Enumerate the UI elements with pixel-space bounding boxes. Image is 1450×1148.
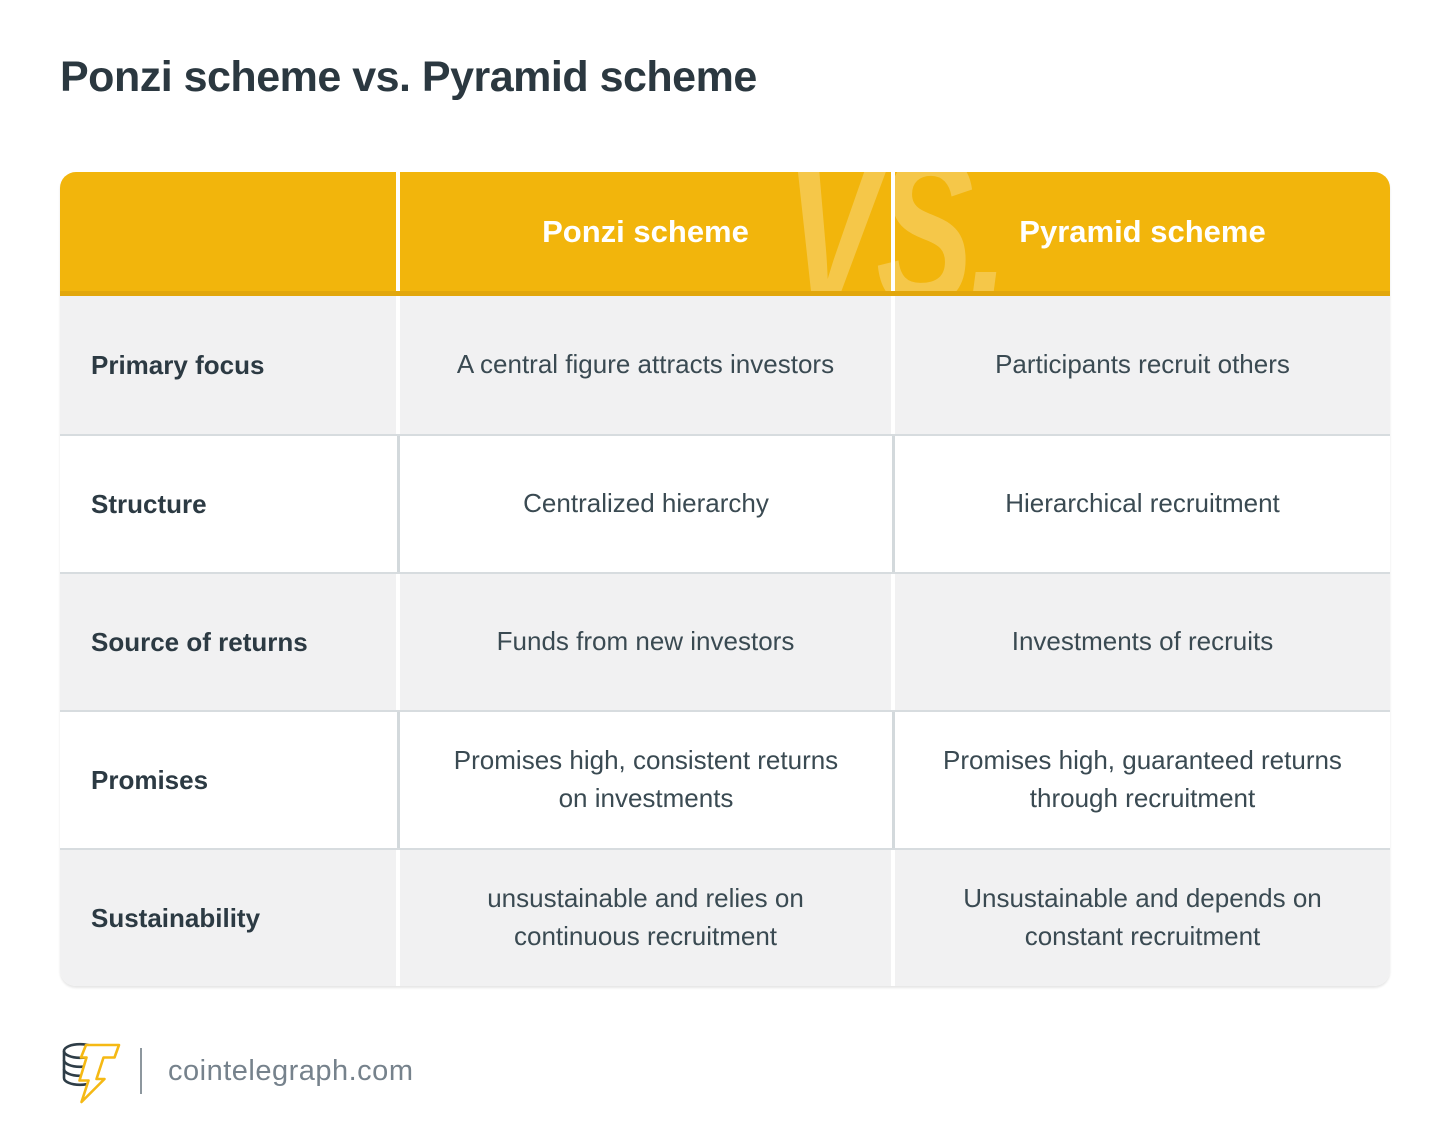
table-row: Promises Promises high, consistent retur…: [60, 710, 1390, 848]
row-label: Source of returns: [60, 574, 400, 710]
coin-stack-lightning-icon: [62, 1042, 121, 1104]
footer-divider: [140, 1048, 142, 1094]
ponzi-cell: Centralized hierarchy: [400, 436, 895, 572]
table-header-ponzi: Ponzi scheme: [400, 172, 895, 291]
row-label: Primary focus: [60, 296, 400, 434]
table-header-row: VS. Ponzi scheme Pyramid scheme: [60, 172, 1390, 296]
row-label: Structure: [60, 436, 400, 572]
column-header-label: Pyramid scheme: [1019, 213, 1266, 249]
table-row: Sustainability unsustainable and relies …: [60, 848, 1390, 986]
page-title: Ponzi scheme vs. Pyramid scheme: [60, 53, 757, 101]
pyramid-cell: Investments of recruits: [1011, 626, 1274, 657]
table-row: Source of returns Funds from new investo…: [60, 572, 1390, 710]
table-row: Structure Centralized hierarchy Hierarch…: [60, 434, 1390, 572]
table-header-empty: [60, 172, 400, 291]
table-header-pyramid: Pyramid scheme: [895, 172, 1390, 291]
ponzi-cell: Promises high, consistent returns on inv…: [400, 712, 895, 848]
vs-watermark: VS.: [784, 172, 1009, 296]
pyramid-cell: Unsustainable and depends on constant re…: [963, 883, 1322, 951]
pyramid-cell: Promises high, guaranteed returns throug…: [943, 745, 1342, 813]
row-label: Promises: [60, 712, 400, 848]
row-label: Sustainability: [60, 850, 400, 986]
ponzi-cell: Funds from new investors: [400, 574, 895, 710]
ponzi-cell: A central figure attracts investors: [400, 296, 895, 434]
footer-branding: cointelegraph.com: [58, 1036, 413, 1106]
ponzi-cell: unsustainable and relies on continuous r…: [400, 850, 895, 986]
footer-site-text: cointelegraph.com: [168, 1054, 414, 1087]
column-header-label: Ponzi scheme: [542, 213, 749, 249]
pyramid-cell: Hierarchical recruitment: [1005, 488, 1280, 519]
comparison-table: VS. Ponzi scheme Pyramid scheme Primary …: [60, 172, 1390, 986]
lightning-bolt-shape: [78, 1043, 121, 1104]
pyramid-cell: Participants recruit others: [995, 349, 1290, 380]
table-row: Primary focus A central figure attracts …: [60, 296, 1390, 434]
